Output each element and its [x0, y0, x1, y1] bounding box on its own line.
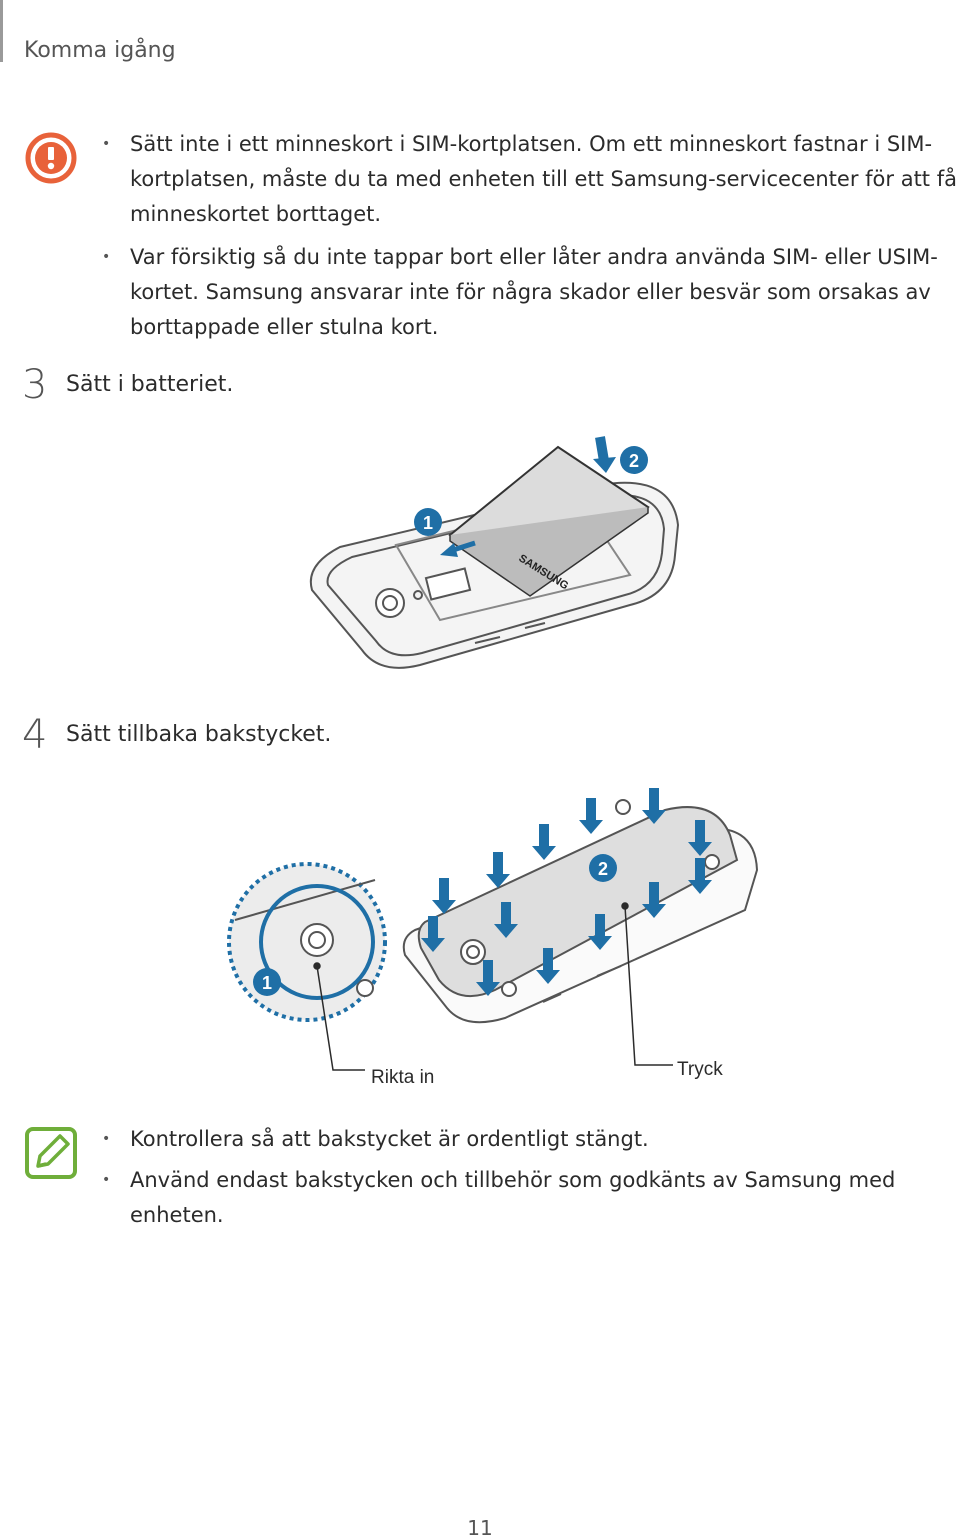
note-list: Kontrollera så att bakstycket är ordentl… — [100, 1122, 960, 1241]
warning-bullet: Var försiktig så du inte tappar bort ell… — [100, 240, 960, 345]
note-pencil-icon — [25, 1127, 77, 1179]
header-rule — [0, 0, 3, 62]
step-marker-2: 2 — [620, 446, 648, 474]
svg-text:1: 1 — [262, 973, 272, 993]
step-marker-1: 1 — [253, 968, 281, 996]
arrow-icon — [440, 540, 476, 557]
battery-insert-illustration: SAMSUNG 1 2 — [309, 436, 680, 669]
step-marker-2: 2 — [589, 854, 617, 882]
step-number: 3 — [22, 362, 48, 408]
svg-text:1: 1 — [423, 513, 433, 533]
step-text: Sätt tillbaka bakstycket. — [66, 722, 332, 747]
arrow-icon — [421, 788, 712, 996]
step-number: 4 — [22, 712, 48, 758]
callout-press: Tryck — [677, 1059, 723, 1080]
svg-text:2: 2 — [629, 451, 639, 471]
warning-list: Sätt inte i ett minneskort i SIM-kortpla… — [100, 127, 960, 353]
section-title: Komma igång — [24, 38, 176, 63]
page-number: 11 — [467, 1516, 493, 1540]
arrow-icon — [593, 436, 616, 473]
warning-bullet: Sätt inte i ett minneskort i SIM-kortpla… — [100, 127, 960, 232]
note-bullet: Kontrollera så att bakstycket är ordentl… — [100, 1122, 960, 1157]
note-bullet: Använd endast bakstycken och tillbehör s… — [100, 1163, 960, 1233]
battery: SAMSUNG — [448, 445, 650, 597]
back-cover-illustration: 1 2 Rikta in Tryck — [227, 788, 759, 1088]
svg-text:2: 2 — [598, 859, 608, 879]
step-text: Sätt i batteriet. — [66, 372, 234, 397]
callout-align: Rikta in — [371, 1067, 434, 1088]
warning-icon — [25, 132, 77, 184]
step-marker-1: 1 — [414, 508, 442, 536]
